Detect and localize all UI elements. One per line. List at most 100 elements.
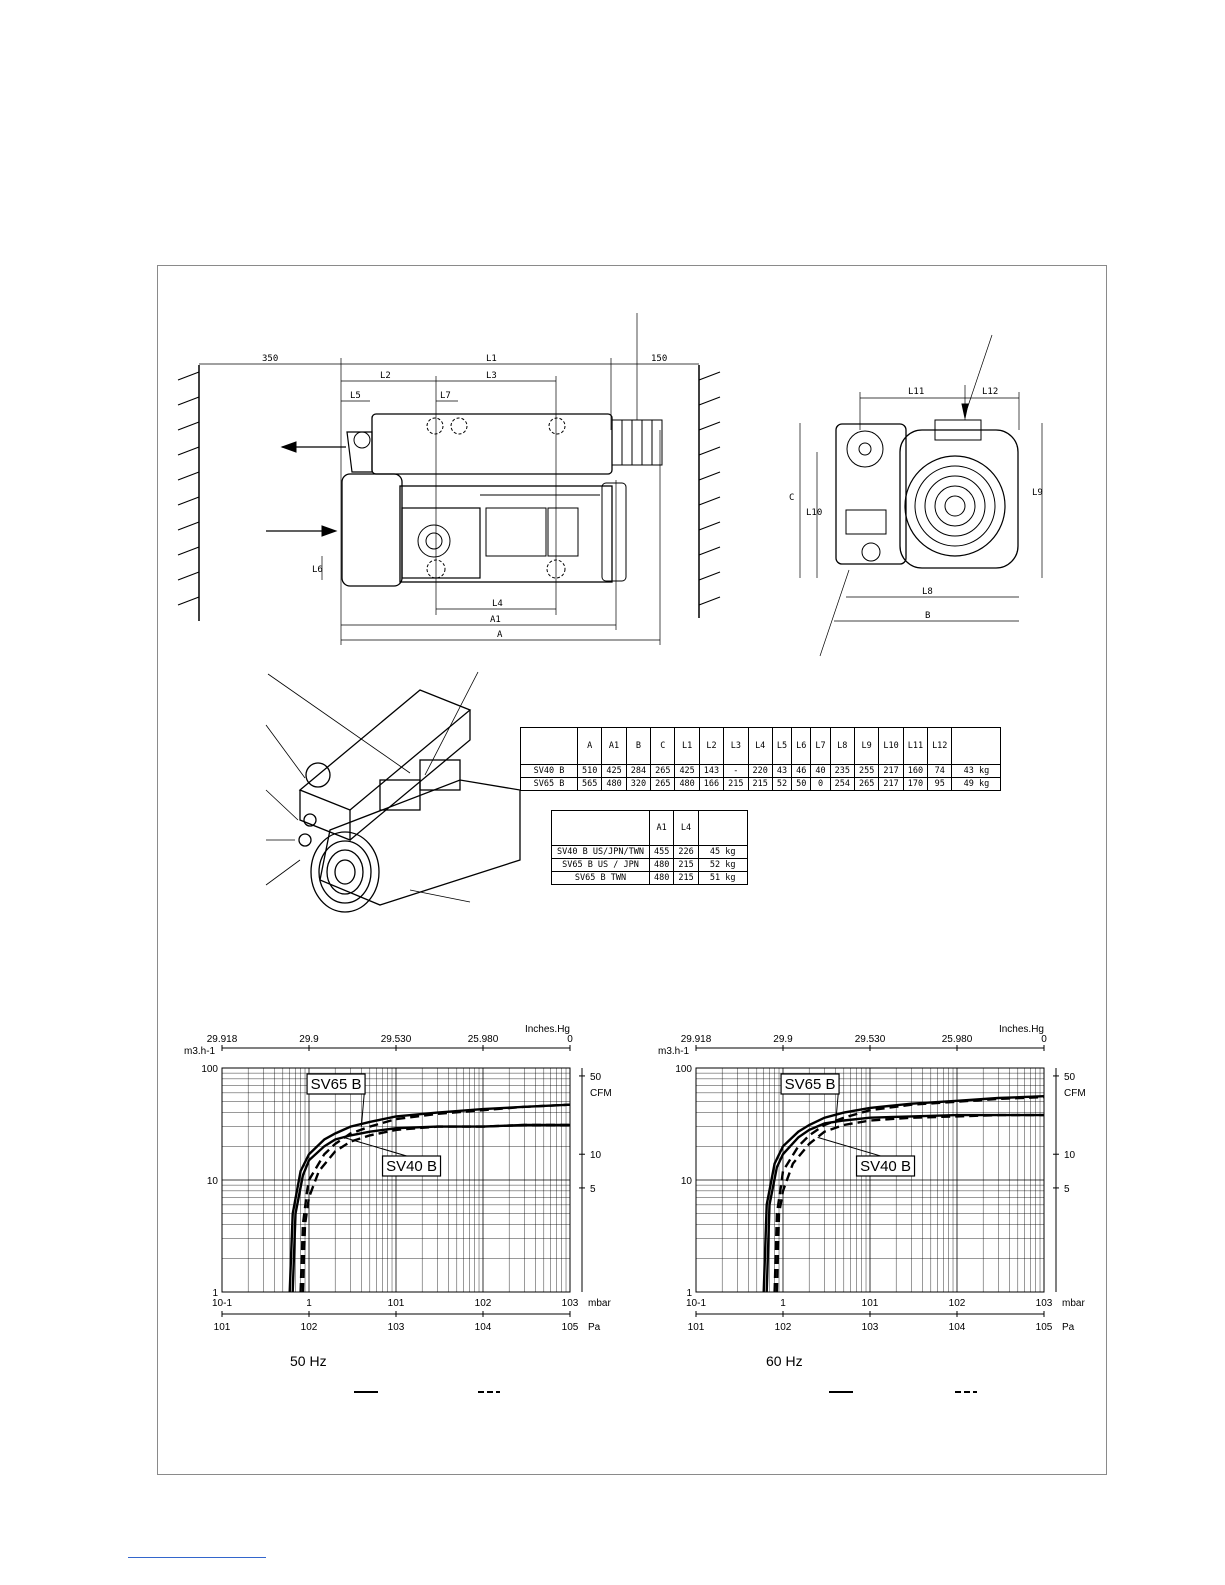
dim-label: 350: [262, 354, 278, 364]
motor-fan-cover: [899, 429, 1019, 569]
y-tick-label: 100: [675, 1064, 692, 1075]
table-cell: 215: [747, 777, 773, 791]
table-header: L10: [878, 727, 904, 765]
y-tick-label: 1: [212, 1288, 218, 1299]
x-tick-label: 102: [949, 1298, 966, 1309]
isometric-callouts: [265, 671, 479, 903]
pump-isometric-view: [298, 689, 521, 913]
table-header: [697, 810, 748, 846]
dim-label: L6: [312, 565, 323, 575]
plot-border: [695, 1067, 1045, 1293]
chart-frequency-label: 60 Hz: [766, 1353, 803, 1369]
top-tick-label: 29.918: [207, 1034, 238, 1045]
table-row: SV65 B TWN 480 215 51 kg: [551, 871, 748, 885]
dimension-table: A A1 B C L1 L2 L3 L4 L5 L6 L7 L8 L9 L10 …: [520, 727, 1002, 791]
table-cell: 320: [625, 777, 652, 791]
table-cell: 95: [927, 777, 953, 791]
x-axis-title: mbar: [588, 1298, 611, 1309]
cfm-tick-label: 10: [1064, 1150, 1076, 1161]
top-tick-label: 29.530: [855, 1034, 886, 1045]
table-cell: 480: [648, 871, 675, 885]
callout-box: [780, 1073, 840, 1095]
y-tick-label: 10: [681, 1176, 693, 1187]
dim-label: L3: [486, 371, 497, 381]
pa-axis-title: Pa: [588, 1322, 601, 1333]
pa-tick-label: 102: [301, 1322, 318, 1333]
table-header: L12: [927, 727, 953, 765]
y-tick-label: 100: [201, 1064, 218, 1075]
footer-link-underline: [128, 1557, 266, 1558]
top-tick-label: 29.9: [299, 1034, 319, 1045]
y-axis-title: m3.h-1: [184, 1046, 216, 1057]
variant-table: A1 L4 SV40 B US/JPN/TWN 455 226 45 kg SV…: [551, 810, 748, 885]
series-line: [775, 1113, 1044, 1293]
series-line: [762, 1095, 1045, 1293]
table-header: C: [650, 727, 676, 765]
series-line: [765, 1113, 1044, 1293]
dim-label: L12: [982, 387, 998, 397]
table-header: L4: [673, 810, 699, 846]
cfm-tick-label: 10: [590, 1150, 602, 1161]
table-cell: 166: [698, 777, 725, 791]
x-tick-label: 1: [780, 1298, 786, 1309]
series-label: SV65 B: [311, 1076, 362, 1093]
top-axis-title: Inches.Hg: [525, 1024, 570, 1035]
top-tick-label: 25.980: [942, 1034, 973, 1045]
pa-tick-label: 104: [949, 1322, 966, 1333]
table-cell: 52: [771, 777, 793, 791]
cfm-tick-label: 5: [1064, 1184, 1070, 1195]
table-header: L2: [698, 727, 725, 765]
table-cell: 49 kg: [951, 777, 1002, 791]
x-tick-label: 102: [475, 1298, 492, 1309]
dim-label: L8: [922, 587, 933, 597]
top-tick-label: 0: [567, 1034, 573, 1045]
pa-tick-label: 101: [688, 1322, 705, 1333]
dim-label: L9: [1032, 488, 1043, 498]
table-cell: 254: [829, 777, 855, 791]
table-header: A1: [601, 727, 627, 765]
dim-label: L1: [486, 354, 497, 364]
plot-border: [221, 1067, 571, 1293]
table-header: L3: [723, 727, 749, 765]
dim-label: A1: [490, 615, 501, 625]
table-header-row: A1 L4: [551, 810, 748, 846]
dim-label: L7: [440, 391, 451, 401]
table-cell: SV65 B TWN: [551, 871, 650, 885]
pa-tick-label: 101: [214, 1322, 231, 1333]
dim-label: 150: [651, 354, 667, 364]
table-cell: 215: [723, 777, 749, 791]
x-axis-title: mbar: [1062, 1298, 1085, 1309]
table-cell: 425: [674, 764, 700, 778]
pa-axis-title: Pa: [1062, 1322, 1075, 1333]
table-header-row: A A1 B C L1 L2 L3 L4 L5 L6 L7 L8 L9 L10 …: [520, 727, 1002, 765]
right-wall-hatch: [698, 371, 721, 606]
pa-tick-label: 104: [475, 1322, 492, 1333]
y-tick-label: 1: [686, 1288, 692, 1299]
series-line: [301, 1123, 570, 1293]
table-header: [520, 727, 578, 765]
series-label: SV40 B: [860, 1158, 911, 1175]
cfm-tick-label: 50: [590, 1072, 602, 1083]
x-tick-label: 10-1: [686, 1298, 706, 1309]
dim-label: L10: [806, 508, 822, 518]
dim-label: L5: [350, 391, 361, 401]
dim-label: C: [789, 493, 794, 503]
table-cell: 480: [674, 777, 700, 791]
table-cell: 215: [673, 871, 699, 885]
table-cell: 480: [648, 858, 675, 872]
table-header: L4: [747, 727, 773, 765]
top-tick-label: 29.918: [681, 1034, 712, 1045]
top-tick-label: 0: [1041, 1034, 1047, 1045]
table-header: L11: [902, 727, 929, 765]
top-tick-label: 29.530: [381, 1034, 412, 1045]
top-tick-label: 29.9: [773, 1034, 793, 1045]
table-cell: 565: [576, 777, 603, 791]
table-row: SV40 B US/JPN/TWN 455 226 45 kg: [551, 845, 748, 859]
pa-tick-label: 103: [388, 1322, 405, 1333]
dim-label: B: [925, 611, 930, 621]
x-tick-label: 101: [862, 1298, 879, 1309]
series-label: SV65 B: [785, 1076, 836, 1093]
